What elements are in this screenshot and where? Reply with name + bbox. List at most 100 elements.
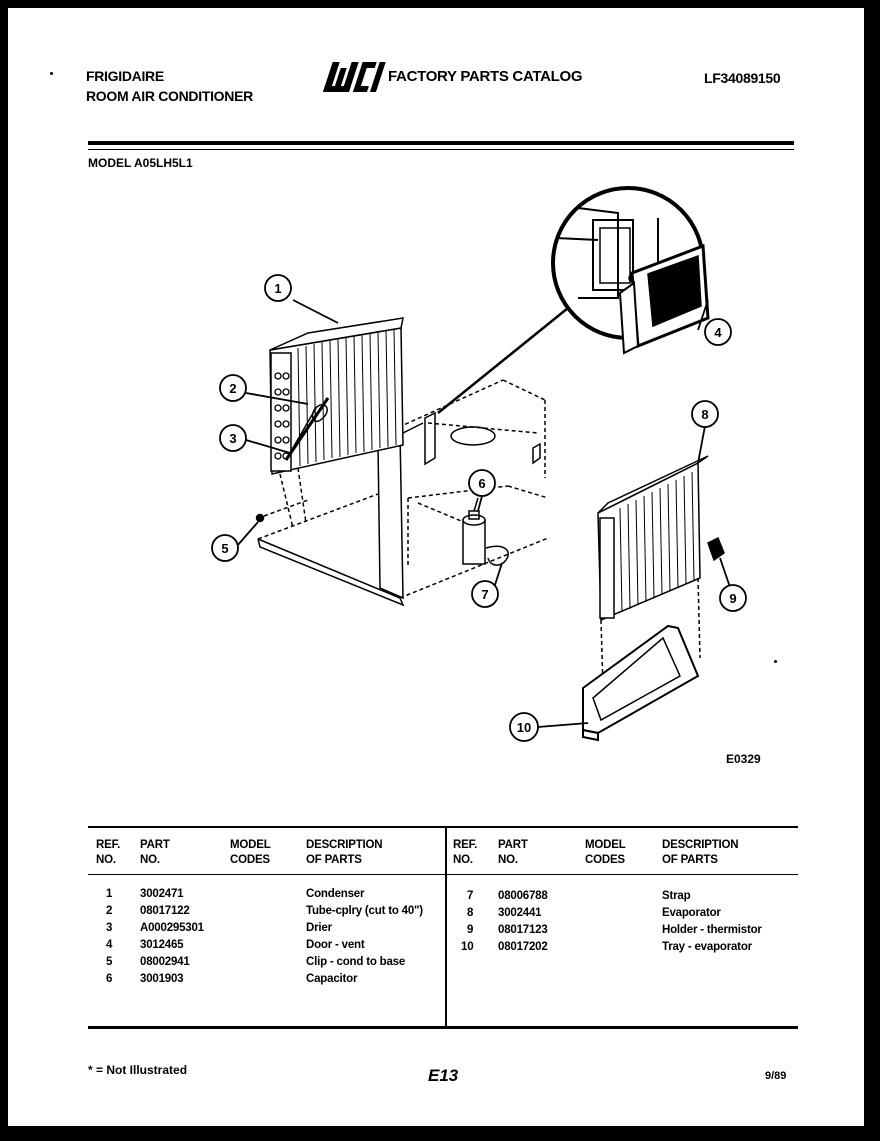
ref-number: 8 <box>467 907 474 919</box>
callout-5: 5 <box>221 541 228 556</box>
callout-8-circle <box>691 400 719 428</box>
ref-number: 9 <box>467 924 474 936</box>
table-row: 8 3002441 Evaporator <box>447 907 798 924</box>
table-divider <box>445 828 447 1026</box>
table-header-rule-right <box>447 874 798 875</box>
revision-date: 9/89 <box>765 1070 787 1082</box>
part-number: 08002941 <box>140 956 190 968</box>
header-ref-right: REF.NO. <box>453 839 478 866</box>
ref-number: 10 <box>461 941 474 953</box>
callout-6: 6 <box>478 476 485 491</box>
ref-number: 3 <box>106 922 113 934</box>
vent-door-drawing <box>618 243 710 355</box>
callout-8: 8 <box>701 407 708 422</box>
scan-speck <box>50 72 53 75</box>
table-bottom-rule <box>88 1026 798 1029</box>
ref-number: 4 <box>106 939 113 951</box>
part-description: Capacitor <box>306 973 358 985</box>
header-rule <box>88 141 794 145</box>
ref-number: 5 <box>106 956 113 968</box>
callout-5-circle <box>211 534 239 562</box>
callout-2-circle <box>219 374 247 402</box>
product-name: ROOM AIR CONDITIONER <box>86 88 253 104</box>
catalog-title: FACTORY PARTS CATALOG <box>388 68 583 85</box>
ref-number: 7 <box>467 890 474 902</box>
thermistor-holder-drawing <box>707 536 725 562</box>
part-number: 3001903 <box>140 973 184 985</box>
part-number: 08017123 <box>498 924 548 936</box>
partition-wall-drawing <box>377 379 549 600</box>
ref-number: 2 <box>106 905 113 917</box>
brand-name: FRIGIDAIRE <box>86 68 164 84</box>
table-row: 4 3012465 Door - vent <box>88 939 445 956</box>
parts-list-left: 1 3002471 Condenser 2 08017122 Tube-cplr… <box>88 888 445 990</box>
part-number: A000295301 <box>140 922 204 934</box>
table-top-rule <box>88 826 798 828</box>
part-number: 3002441 <box>498 907 542 919</box>
callout-2: 2 <box>229 381 236 396</box>
header-ref-left: REF.NO. <box>96 839 121 866</box>
table-header-rule-left <box>88 874 445 875</box>
drier-drawing <box>284 397 330 461</box>
exploded-parts-diagram: 1 2 3 4 5 6 7 8 9 10 <box>211 186 747 742</box>
part-number: 08017122 <box>140 905 190 917</box>
part-number: 08017202 <box>498 941 548 953</box>
ref-number: 6 <box>106 973 113 985</box>
parts-catalog-page: FRIGIDAIRE ROOM AIR CONDITIONER FACTORY … <box>8 8 864 1126</box>
callout-3: 3 <box>229 431 236 446</box>
callout-10: 10 <box>517 720 531 735</box>
callout-1: 1 <box>274 281 281 296</box>
table-row: 10 08017202 Tray - evaporator <box>447 941 798 958</box>
capacitor-drawing <box>462 497 486 565</box>
table-row: 2 08017122 Tube-cplry (cut to 40") <box>88 905 445 922</box>
base-plate-drawing <box>257 493 549 607</box>
wci-logo <box>322 62 386 92</box>
callout-9: 9 <box>729 591 736 606</box>
scan-speck <box>774 660 777 663</box>
ref-number: 1 <box>106 888 113 900</box>
part-description: Tube-cplry (cut to 40") <box>306 905 423 917</box>
callout-9-circle <box>719 584 747 612</box>
callout-7: 7 <box>481 587 488 602</box>
part-number: 08006788 <box>498 890 548 902</box>
part-number: 3002471 <box>140 888 184 900</box>
page-number: E13 <box>428 1066 459 1085</box>
part-description: Holder - thermistor <box>662 924 762 936</box>
figure-code: E0329 <box>726 752 761 766</box>
condenser-drawing <box>269 317 404 529</box>
table-row: 1 3002471 Condenser <box>88 888 445 905</box>
callout-3-circle <box>219 424 247 452</box>
part-description: Tray - evaporator <box>662 941 752 953</box>
part-description: Door - vent <box>306 939 365 951</box>
part-description: Evaporator <box>662 907 721 919</box>
clip-drawing <box>255 499 309 523</box>
not-illustrated-note: * = Not Illustrated <box>88 1063 188 1077</box>
part-description: Strap <box>662 890 691 902</box>
callout-7-circle <box>471 580 499 608</box>
callout-4: 4 <box>714 325 722 340</box>
table-row: 6 3001903 Capacitor <box>88 973 445 990</box>
capillary-tube-drawing <box>289 404 328 454</box>
part-description: Condenser <box>306 888 365 900</box>
table-row: 7 08006788 Strap <box>447 890 798 907</box>
callout-10-circle <box>509 712 539 742</box>
catalog-number: LF34089150 <box>704 70 781 86</box>
table-row: 9 08017123 Holder - thermistor <box>447 924 798 941</box>
evaporator-drawing <box>597 455 709 689</box>
table-row: 3 A000295301 Drier <box>88 922 445 939</box>
parts-list-right: 7 08006788 Strap 8 3002441 Evaporator 9 … <box>447 890 798 958</box>
part-number: 3012465 <box>140 939 184 951</box>
strap-drawing <box>485 545 509 566</box>
callout-4-circle <box>704 318 732 346</box>
table-row: 5 08002941 Clip - cond to base <box>88 956 445 973</box>
evaporator-tray-drawing <box>582 624 700 742</box>
header-rule-thin <box>88 149 794 150</box>
part-description: Clip - cond to base <box>306 956 406 968</box>
model-label: MODEL A05LH5L1 <box>88 156 193 170</box>
